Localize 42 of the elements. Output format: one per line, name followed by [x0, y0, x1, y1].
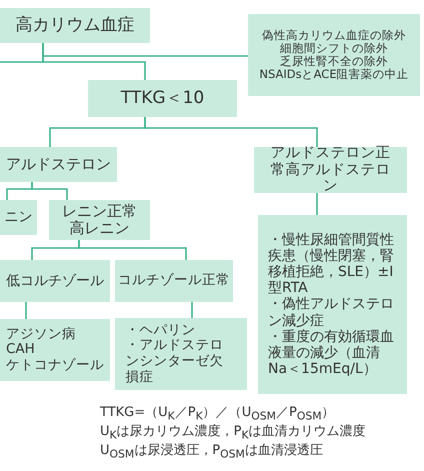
box-text: アルドステロン正常高アルドステロン — [270, 145, 392, 196]
finding-box — [248, 14, 420, 96]
formula-text: TTKG=（U$_{K}$／P$_{K}$）／（U$_{OSM}$／P$_{OSM}$） — [100, 404, 335, 424]
connector-line — [191, 302, 193, 318]
finding-box — [0, 200, 37, 235]
connector-line — [0, 43, 44, 63]
box-text: ・慢性尿細管間質性疾患（慢性閉塞，腎移植拒絶，SLE）±I型RTA — [268, 232, 395, 296]
connector-line — [31, 182, 68, 200]
finding-box — [258, 215, 407, 394]
connector-line — [144, 117, 318, 147]
finding-box — [0, 8, 150, 43]
note-text: U$_{OSM}$は尿浸透圧，P$_{OSM}$は血清浸透圧 — [100, 442, 323, 463]
box-text: ・重度の有効循環血液量の減少（血清Na＜15mEq/L） — [268, 328, 395, 377]
box-text: ・アルドステロンシンターゼ欠損症 — [126, 338, 224, 386]
box-text: NSAIDsとACE阻害薬の中止 — [259, 68, 409, 82]
note-text: U$_{K}$は尿カリウム濃度，P$_{K}$は血清カリウム濃度 — [100, 423, 366, 443]
connector-line — [78, 240, 187, 260]
box-text: CAH — [6, 342, 36, 358]
box-text: 偽性高カリウム血症の除外 — [261, 28, 407, 42]
box-text: アジソン病 — [6, 326, 77, 342]
box-text: ニン — [4, 209, 32, 226]
box-text: TTKG＜10 — [120, 88, 204, 108]
finding-box — [0, 319, 110, 381]
box-text: 低コルチゾール — [6, 272, 104, 290]
box-text: コルチゾール正常 — [118, 273, 230, 289]
box-text: アルドステロン — [6, 156, 111, 174]
box-text: レニン正常高レニン — [61, 202, 138, 238]
finding-box — [254, 147, 407, 193]
box-text: ・ヘパリン — [126, 322, 196, 338]
box-text: 細胞間シフトの除外 — [279, 42, 389, 55]
finding-box — [49, 200, 150, 240]
box-text: ・偽性アルドステロン減少症 — [268, 296, 395, 329]
connector-line — [25, 302, 27, 319]
finding-box — [115, 260, 233, 302]
box-text: 乏尿性腎不全の除外 — [279, 55, 389, 68]
finding-box — [88, 80, 237, 117]
box-text: 高カリウム血症 — [16, 16, 134, 36]
connector-line — [316, 193, 318, 215]
box-text: ケトコナゾール — [6, 358, 104, 374]
finding-box — [115, 318, 247, 390]
finding-box — [0, 260, 110, 302]
finding-box — [0, 147, 117, 182]
